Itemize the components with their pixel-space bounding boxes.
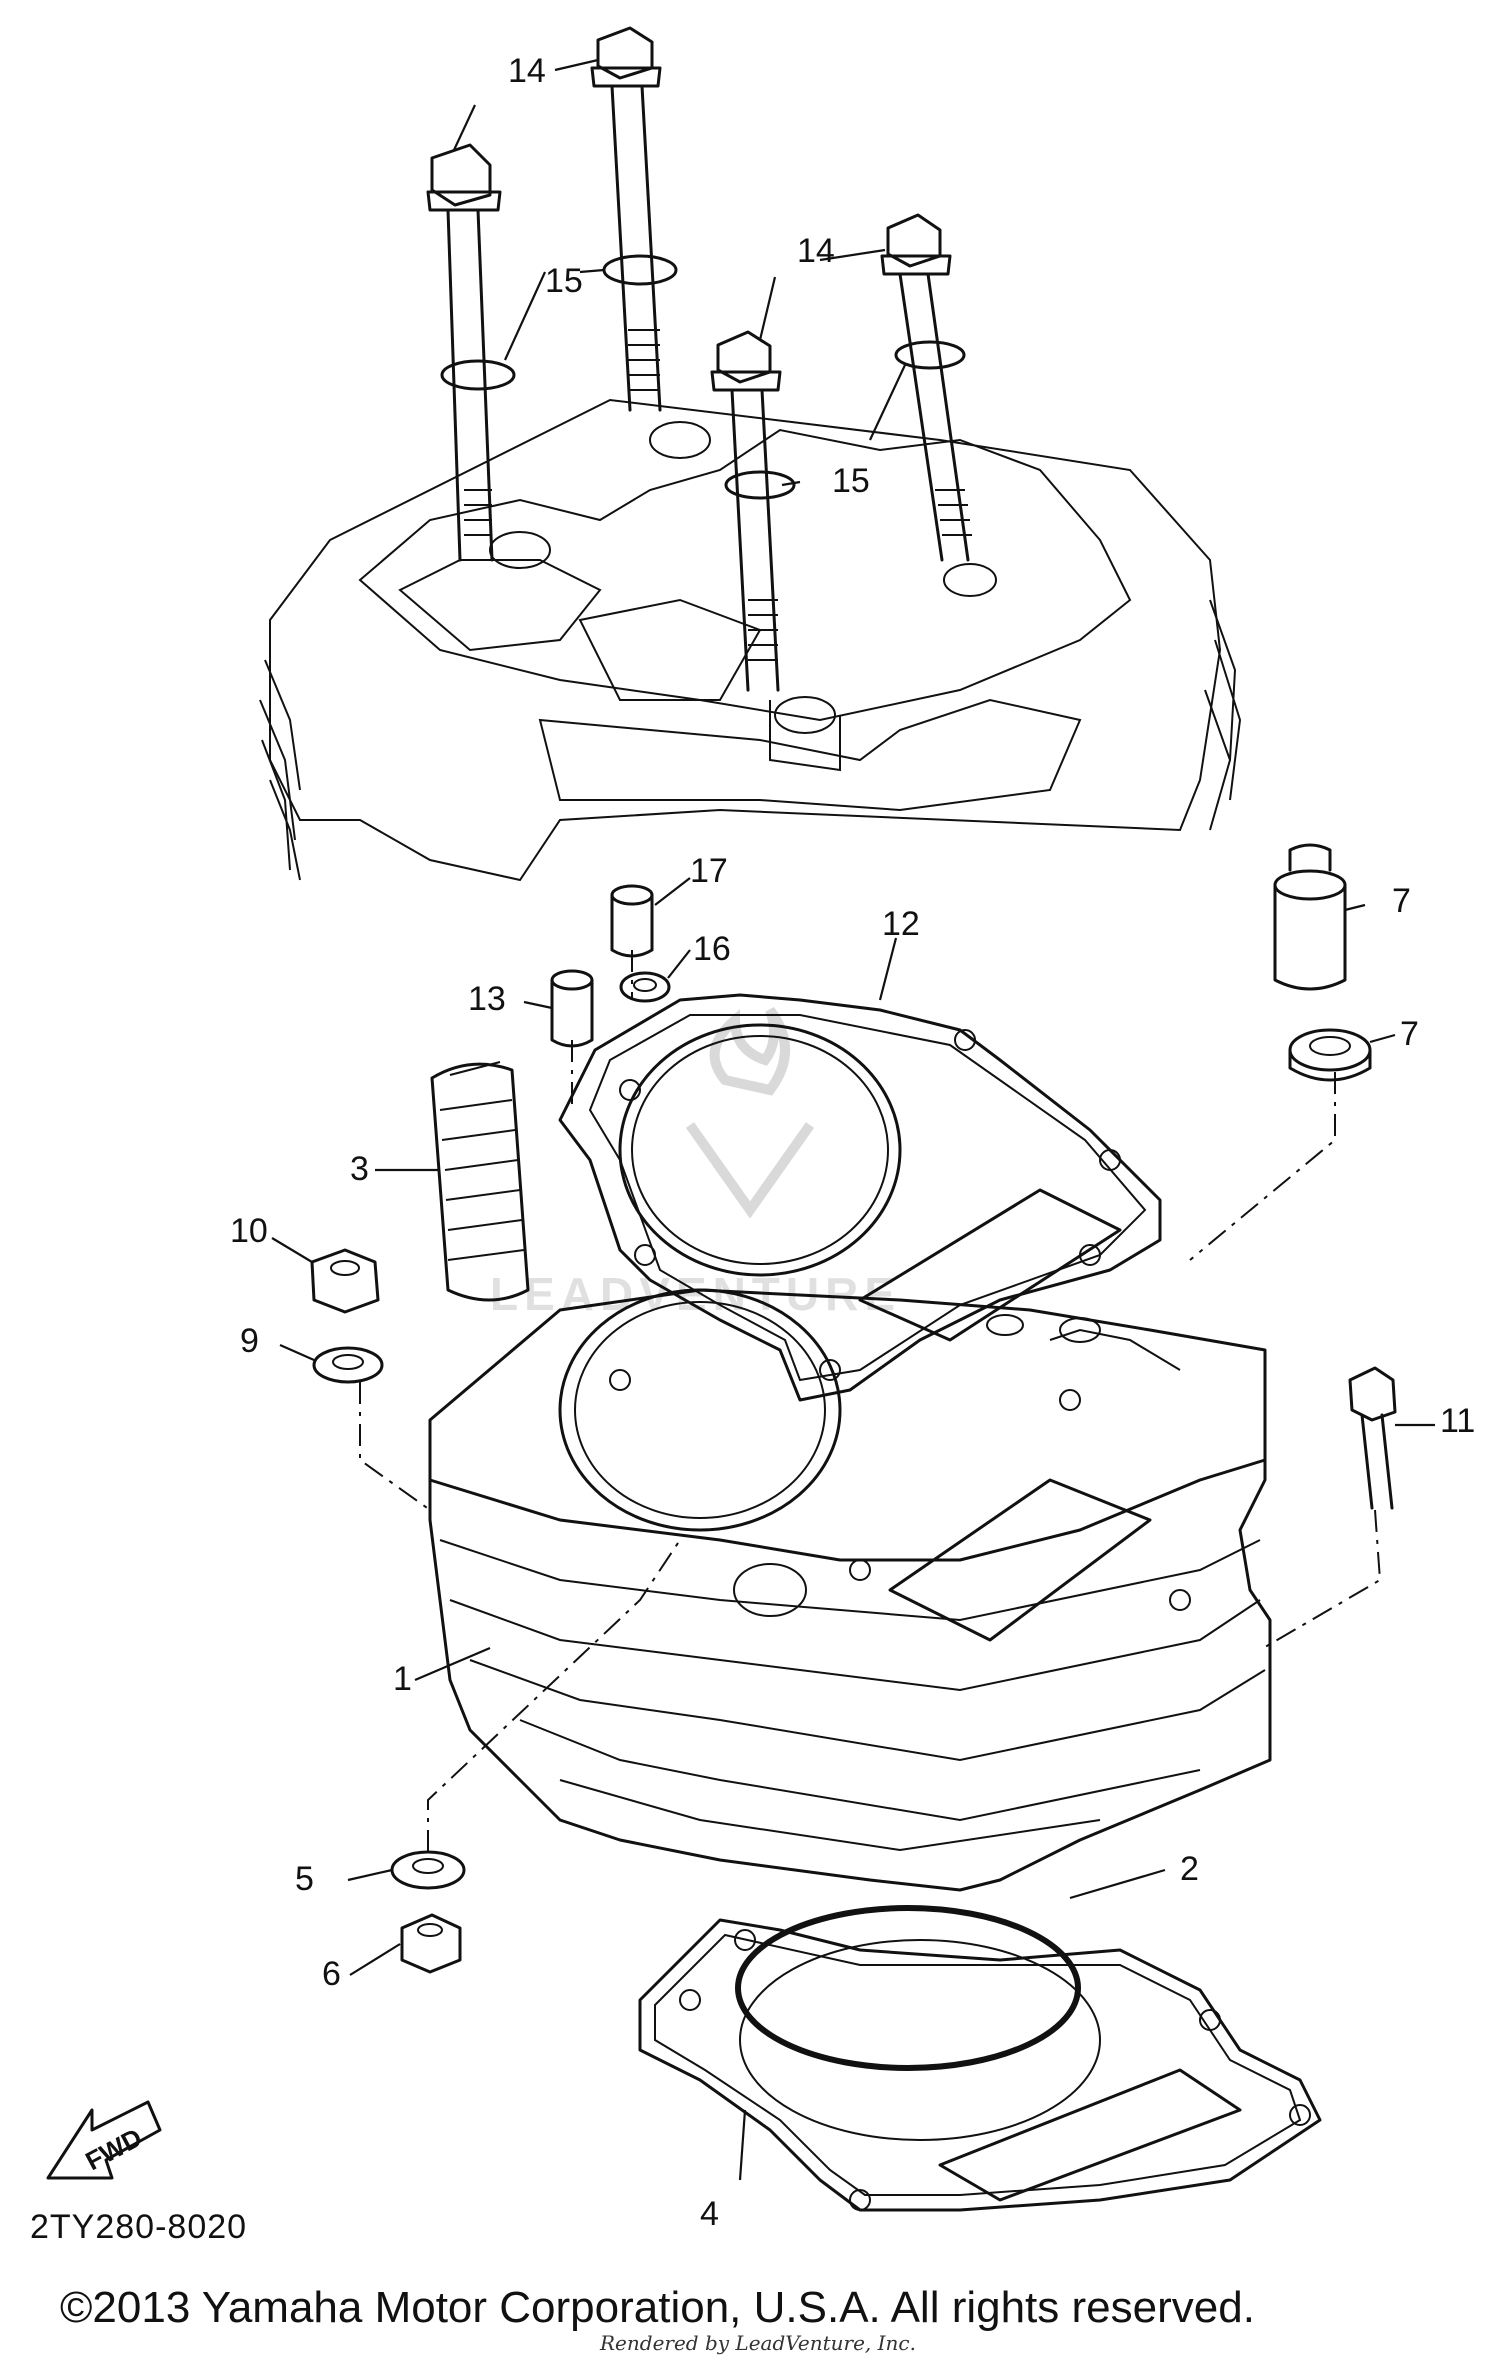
nut-6 [400, 1913, 462, 1974]
washers-15 [440, 254, 966, 500]
cylinder-1 [428, 1288, 1272, 1892]
washer-9 [312, 1346, 384, 1384]
washer-5 [390, 1850, 466, 1890]
callout-1: 1 [393, 1660, 412, 1698]
callout-13: 13 [468, 980, 506, 1018]
leader-lines [271, 58, 1435, 2181]
drawing-code: 2TY280-8020 [30, 2208, 247, 2246]
callout-16: 16 [693, 930, 731, 968]
callout-9: 9 [240, 1322, 259, 1360]
callout-labels: 14 14 15 15 17 16 12 13 7 7 3 10 9 11 1 … [230, 52, 1475, 2233]
callout-2: 2 [1180, 1850, 1199, 1888]
watermark-text: LEADVENTURE [490, 1268, 901, 1320]
watermark: LEADVENTURE [490, 1007, 901, 1320]
callout-3: 3 [350, 1150, 369, 1188]
callout-6: 6 [322, 1955, 341, 1993]
head-gasket-12 [558, 993, 1162, 1402]
render-credit: Rendered by LeadVenture, Inc. [599, 2331, 916, 2355]
head-bolt-center [710, 330, 782, 692]
cylinder-head [259, 398, 1242, 882]
copyright-notice: ©2013 Yamaha Motor Corporation, U.S.A. A… [60, 2283, 1255, 2332]
nut-10 [310, 1248, 380, 1314]
callout-4: 4 [700, 2195, 719, 2233]
callout-5: 5 [295, 1860, 314, 1898]
callout-8: 7 [1392, 882, 1411, 920]
o-ring-16 [619, 971, 671, 1003]
chain-guide-3 [430, 1061, 530, 1302]
fwd-arrow-label: FWD [80, 2122, 146, 2176]
dowel-pin-13 [550, 969, 594, 1048]
stud-8 [1273, 843, 1347, 991]
head-bolts [426, 26, 972, 692]
callout-7: 7 [1400, 1015, 1419, 1053]
callout-12: 12 [882, 905, 920, 943]
callout-14-right: 14 [797, 232, 835, 270]
base-gasket-4 [638, 1918, 1322, 2212]
head-bolt-left [426, 143, 502, 562]
callout-15-right: 15 [832, 462, 870, 500]
head-bolt-right [880, 213, 972, 562]
callout-14-top: 14 [508, 52, 546, 90]
callout-11: 11 [1440, 1402, 1475, 1440]
bolt-11 [1348, 1366, 1397, 1510]
o-ring-2 [735, 1905, 1081, 2071]
seal-7 [1288, 1028, 1372, 1082]
head-bolt-middle [590, 26, 662, 412]
callout-10: 10 [230, 1212, 268, 1250]
fwd-arrow: FWD [46, 2100, 162, 2180]
callout-17: 17 [690, 852, 728, 890]
dowel-pin-17 [610, 884, 654, 958]
callout-15-left: 15 [545, 262, 583, 300]
